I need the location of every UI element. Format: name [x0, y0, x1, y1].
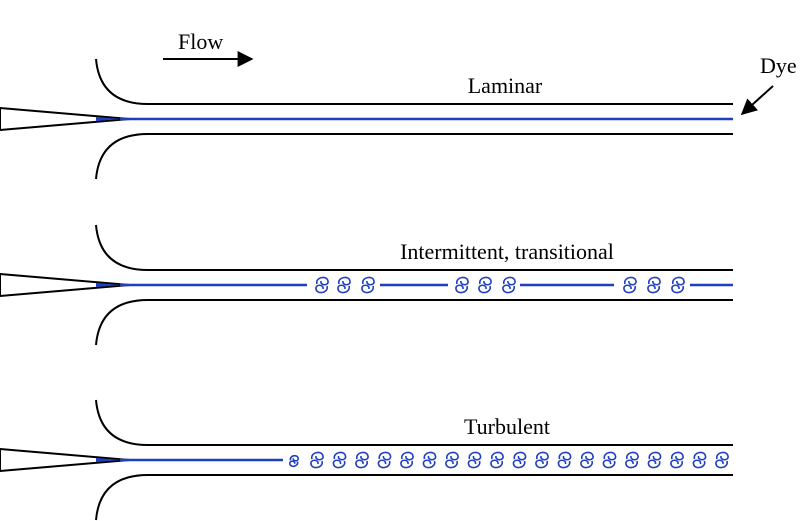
dye-indicator: Dye	[740, 53, 797, 116]
panel-transitional: Intermittent, transitional	[0, 224, 733, 346]
panel-title: Laminar	[468, 73, 543, 98]
inlet-upper-wall	[95, 58, 149, 105]
eddy-swirl	[692, 451, 707, 469]
eddy-swirl	[490, 451, 504, 469]
eddy-swirl	[671, 276, 685, 294]
dye-arrow	[740, 85, 774, 116]
eddy-swirl	[467, 451, 482, 469]
eddy-swirl	[623, 276, 637, 294]
dye-needle-tip	[96, 117, 122, 121]
eddy-swirl	[647, 451, 662, 469]
eddy-swirl	[337, 276, 351, 294]
eddy-swirl	[512, 451, 527, 469]
inlet-upper-wall	[95, 224, 149, 271]
eddy-swirl	[478, 276, 492, 294]
eddy-swirl	[310, 451, 324, 469]
dye-label: Dye	[760, 53, 797, 78]
eddy-swirl	[557, 451, 572, 469]
eddy-swirl	[502, 276, 516, 294]
eddy-swirl	[355, 451, 369, 469]
eddy-swirl	[625, 451, 639, 469]
eddy-swirl	[377, 451, 392, 469]
eddy-swirl	[422, 451, 437, 469]
flow-indicator: Flow	[163, 29, 254, 67]
inlet-lower-wall	[95, 474, 149, 521]
eddy-swirl	[400, 451, 414, 469]
panel-laminar: Laminar	[0, 58, 733, 180]
eddy-swirl	[602, 451, 617, 469]
flow-label: Flow	[178, 29, 223, 54]
inlet-lower-wall	[95, 133, 149, 180]
panel-title: Intermittent, transitional	[400, 239, 614, 264]
panel-title: Turbulent	[464, 414, 550, 439]
eddy-swirl	[445, 451, 459, 469]
dye-needle-tip	[96, 283, 122, 287]
panel-turbulent: Turbulent	[0, 399, 733, 521]
eddy-swirl	[535, 451, 549, 469]
dye-needle	[0, 106, 131, 132]
eddy-swirl	[670, 451, 684, 469]
eddy-swirl	[315, 276, 329, 294]
eddy-swirl	[715, 451, 729, 469]
inlet-upper-wall	[95, 399, 149, 446]
eddy-swirl	[455, 276, 469, 294]
eddy-swirl	[332, 451, 347, 469]
eddy-swirl	[288, 454, 300, 468]
eddy-swirl	[580, 451, 594, 469]
dye-needle	[0, 272, 131, 298]
inlet-lower-wall	[95, 299, 149, 346]
dye-needle-tip	[96, 458, 122, 462]
dye-needle	[0, 447, 131, 473]
eddy-swirl	[647, 276, 661, 294]
eddy-swirl	[361, 276, 375, 294]
